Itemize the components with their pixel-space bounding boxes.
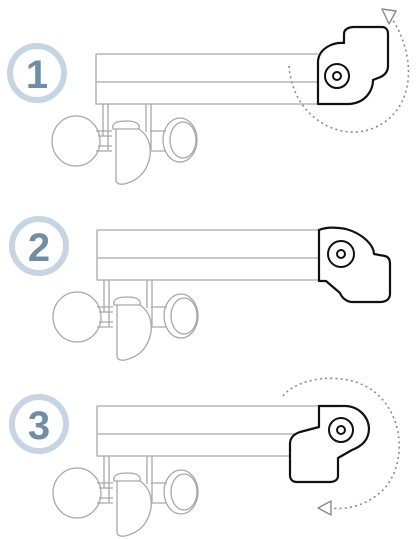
rotation-arrow-icon	[282, 377, 400, 516]
step-2: 2	[9, 216, 392, 361]
step-2-badge: 2	[9, 216, 69, 276]
step-number: 3	[28, 404, 50, 448]
step-number: 1	[26, 53, 48, 97]
bracket-arm-icon	[288, 404, 371, 484]
step-number: 2	[28, 226, 50, 270]
rotation-arrow-icon	[288, 8, 410, 133]
step-1: 1	[7, 8, 410, 185]
badge-ring	[7, 43, 67, 103]
step-1-badge: 1	[7, 43, 67, 103]
step-3: 3	[9, 377, 400, 537]
step-3-badge: 3	[9, 394, 69, 454]
badge-ring	[9, 216, 69, 276]
fixture-outline	[52, 229, 320, 361]
badge-ring	[9, 394, 69, 454]
bracket-arm-icon	[316, 25, 390, 106]
fixture-outline	[51, 53, 319, 185]
fixture-outline	[52, 405, 320, 537]
bracket-arm-icon	[317, 226, 392, 304]
